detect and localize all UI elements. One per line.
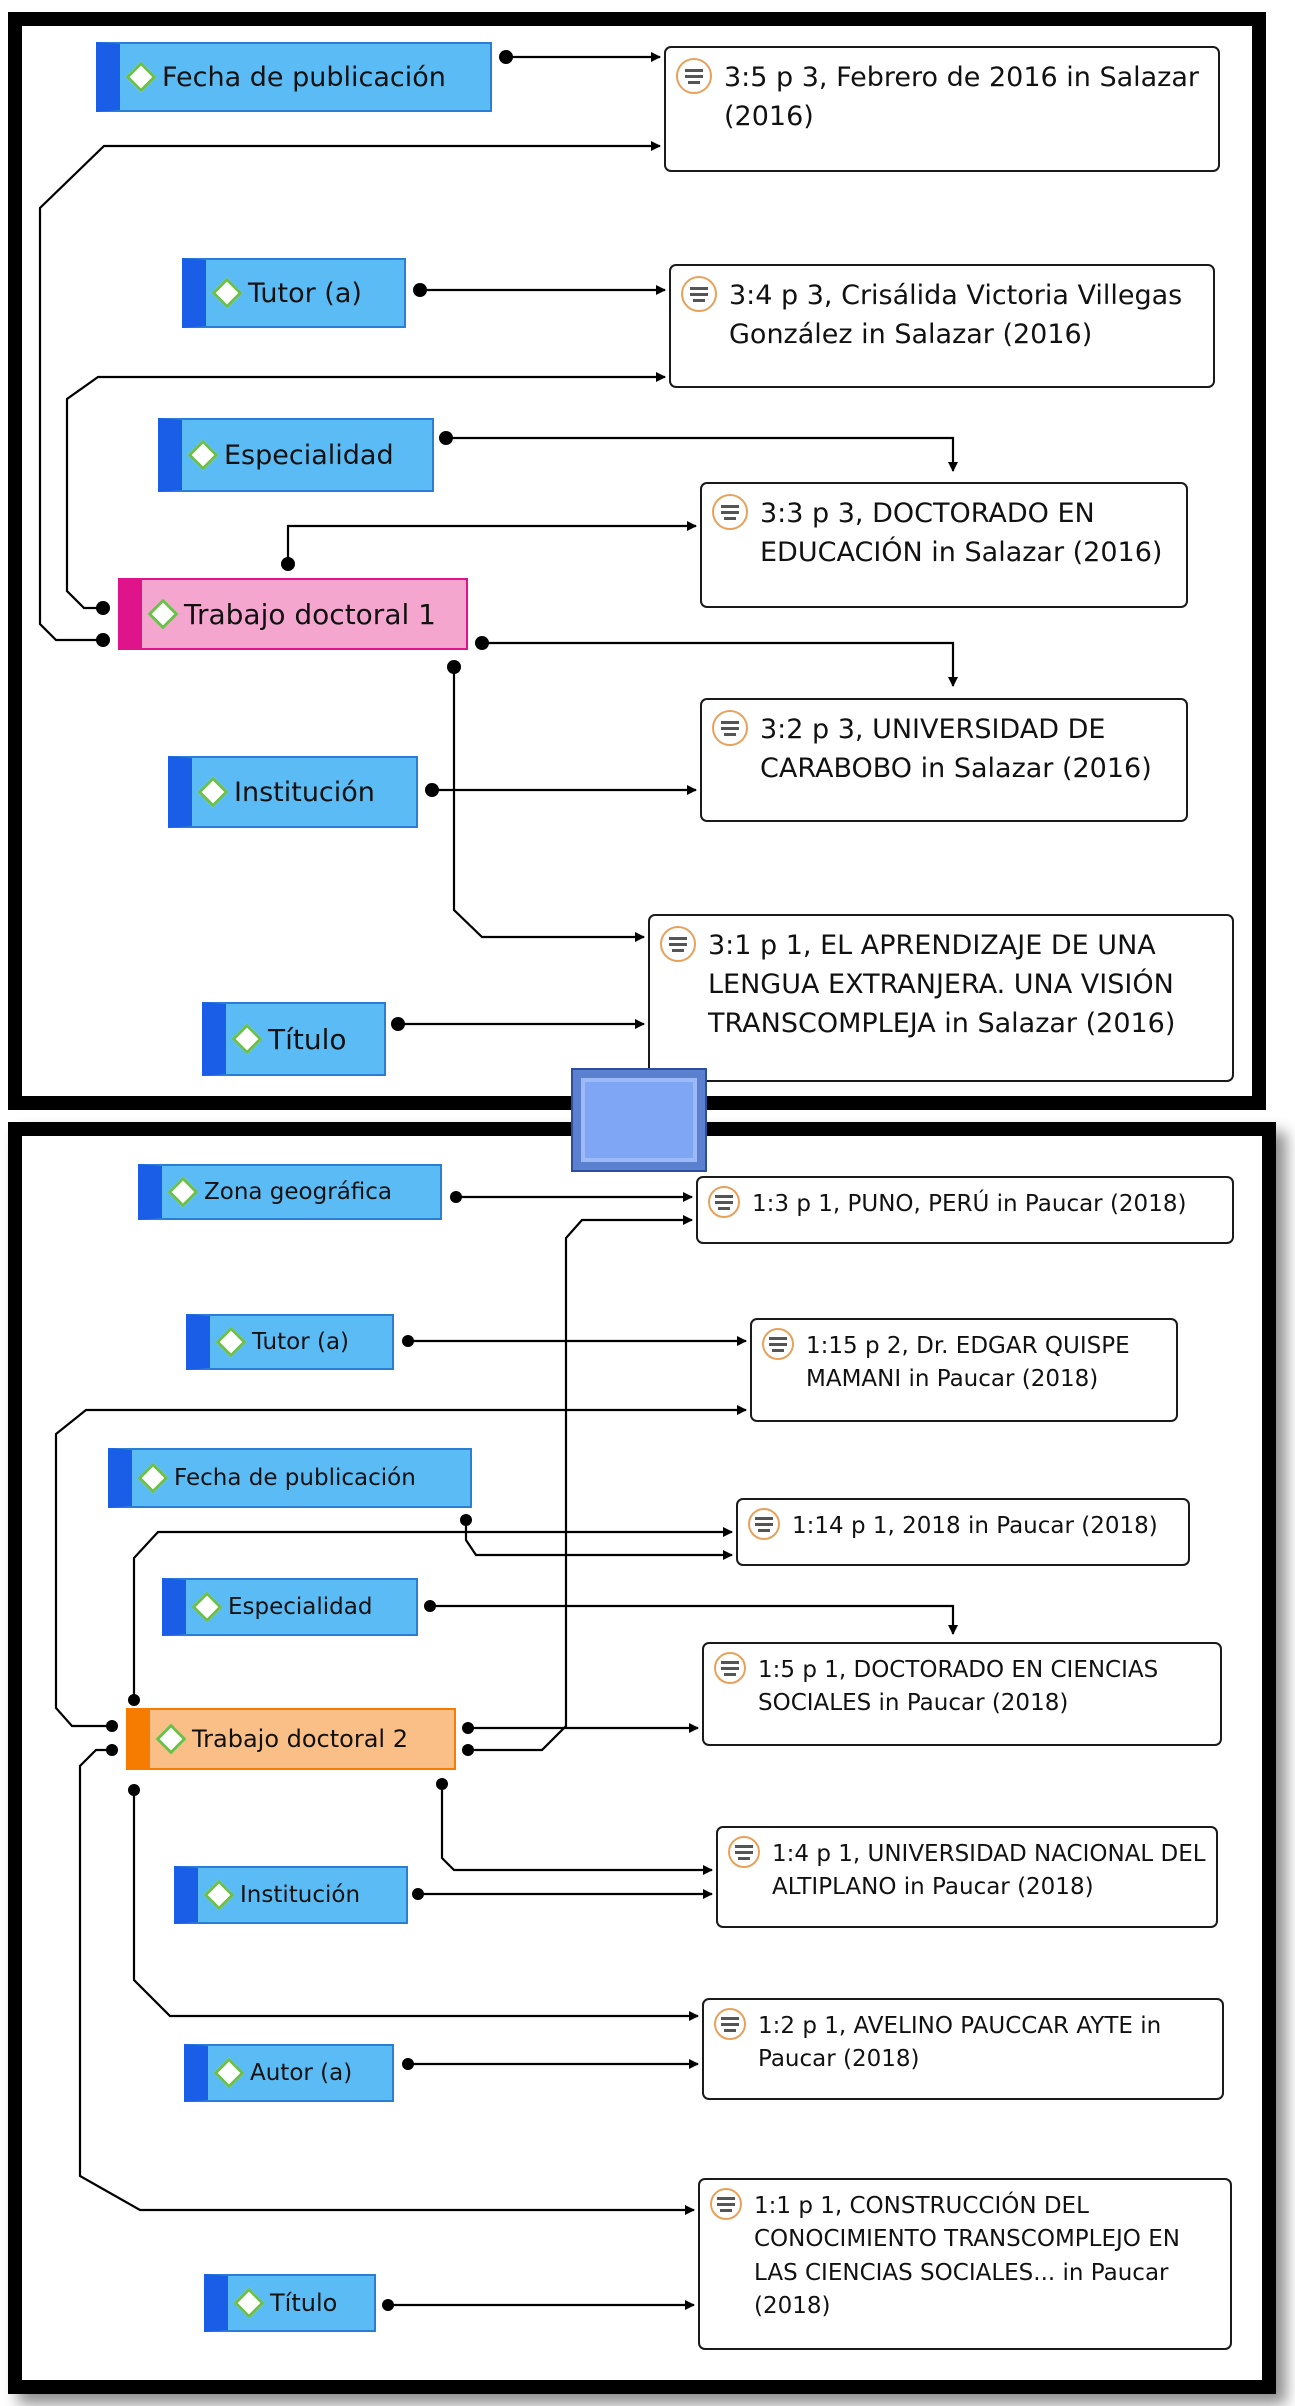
quote-text: 1:1 p 1, CONSTRUCCIÓN DEL CONOCIMIENTO T… <box>754 2193 1180 2320</box>
code-label: Autor (a) <box>250 2060 353 2086</box>
quote-3-1[interactable]: 3:1 p 1, EL APRENDIZAJE DE UNA LENGUA EX… <box>648 914 1234 1082</box>
diamond-icon <box>125 61 157 93</box>
quotation-icon <box>710 2188 742 2220</box>
code-label: Trabajo doctoral 1 <box>184 597 436 631</box>
link-fecha2-q114 <box>464 1520 733 1560</box>
code-label: Título <box>270 2289 338 2317</box>
quote-text: 3:4 p 3, Crisálida Victoria Villegas Gon… <box>729 280 1183 351</box>
code-label: Tutor (a) <box>252 1329 350 1355</box>
code-label: Institución <box>234 776 375 808</box>
code-fecha-de-publicacion-2[interactable]: Fecha de publicación <box>108 1448 472 1508</box>
diamond-icon <box>155 1723 187 1755</box>
code-label: Trabajo doctoral 2 <box>192 1725 408 1753</box>
quote-text: 3:1 p 1, EL APRENDIZAJE DE UNA LENGUA EX… <box>708 930 1176 1040</box>
code-label: Fecha de publicación <box>162 61 446 93</box>
code-fecha-de-publicacion-1[interactable]: Fecha de publicación <box>96 42 492 112</box>
code-zona-geografica-2[interactable]: Zona geográfica <box>138 1164 442 1220</box>
quotation-icon <box>714 1652 746 1684</box>
quotation-icon <box>714 2008 746 2040</box>
diamond-icon <box>197 776 229 808</box>
link-trabajo2-q12 <box>132 1790 699 2021</box>
code-label: Especialidad <box>228 1594 373 1620</box>
quotation-icon <box>712 494 748 530</box>
code-especialidad-1[interactable]: Especialidad <box>158 418 434 492</box>
code-autor-2[interactable]: Autor (a) <box>184 2044 394 2102</box>
code-label: Zona geográfica <box>204 1179 393 1205</box>
diamond-icon <box>211 277 243 309</box>
quotation-icon <box>660 926 696 962</box>
quote-3-2[interactable]: 3:2 p 3, UNIVERSIDAD DE CARABOBO in Sala… <box>700 698 1188 822</box>
diamond-icon <box>167 1176 199 1208</box>
code-label: Fecha de publicación <box>174 1465 416 1491</box>
link-trabajo1-q32 <box>482 641 958 687</box>
quote-1-4[interactable]: 1:4 p 1, UNIVERSIDAD NACIONAL DEL ALTIPL… <box>716 1826 1218 1928</box>
quote-text: 1:3 p 1, PUNO, PERÚ in Paucar (2018) <box>752 1191 1187 1217</box>
link-trabajo2-q11 <box>78 1748 695 2215</box>
quote-text: 1:14 p 1, 2018 in Paucar (2018) <box>792 1513 1158 1539</box>
code-tutor-1[interactable]: Tutor (a) <box>182 258 406 328</box>
link-trabajo1-q33 <box>286 521 697 564</box>
diamond-icon <box>187 439 219 471</box>
code-tutor-2[interactable]: Tutor (a) <box>186 1314 394 1370</box>
link-trabajo1-q35 <box>38 141 661 642</box>
quote-text: 3:2 p 3, UNIVERSIDAD DE CARABOBO in Sala… <box>760 714 1152 785</box>
link-trabajo2-q115 <box>54 1405 747 1728</box>
code-label: Título <box>268 1022 347 1056</box>
diamond-icon <box>233 2287 265 2319</box>
code-label: Especialidad <box>224 439 394 471</box>
quotation-icon <box>681 276 717 312</box>
diamond-icon <box>137 1462 169 1494</box>
diamond-icon <box>203 1879 235 1911</box>
quotation-icon <box>708 1186 740 1218</box>
quote-1-1[interactable]: 1:1 p 1, CONSTRUCCIÓN DEL CONOCIMIENTO T… <box>698 2178 1232 2350</box>
link-especialidad2-q15 <box>430 1604 958 1635</box>
link-especialidad1-q33 <box>446 436 958 472</box>
code-especialidad-2[interactable]: Especialidad <box>162 1578 418 1636</box>
quote-1-14[interactable]: 1:14 p 1, 2018 in Paucar (2018) <box>736 1498 1190 1566</box>
link-trabajo1-q31 <box>452 667 645 942</box>
quote-3-4[interactable]: 3:4 p 3, Crisálida Victoria Villegas Gon… <box>669 264 1215 388</box>
quotation-icon <box>676 58 712 94</box>
link-trabajo2-q14 <box>440 1784 713 1875</box>
code-label: Tutor (a) <box>248 277 362 309</box>
quote-text: 3:5 p 3, Febrero de 2016 in Salazar (201… <box>724 62 1200 133</box>
link-trabajo2-q13 <box>468 1215 693 1752</box>
quotation-icon <box>762 1328 794 1360</box>
code-institucion-2[interactable]: Institución <box>174 1866 408 1924</box>
quote-text: 1:5 p 1, DOCTORADO EN CIENCIAS SOCIALES … <box>758 1657 1159 1717</box>
diamond-icon <box>213 2057 245 2089</box>
quote-1-15[interactable]: 1:15 p 2, Dr. EDGAR QUISPE MAMANI in Pau… <box>750 1318 1178 1422</box>
quote-text: 1:2 p 1, AVELINO PAUCCAR AYTE in Paucar … <box>758 2013 1162 2073</box>
code-institucion-1[interactable]: Institución <box>168 756 418 828</box>
quote-3-5[interactable]: 3:5 p 3, Febrero de 2016 in Salazar (201… <box>664 46 1220 172</box>
link-trabajo1-q34 <box>65 372 666 610</box>
quote-1-3[interactable]: 1:3 p 1, PUNO, PERÚ in Paucar (2018) <box>696 1176 1234 1244</box>
code-trabajo-doctoral-2[interactable]: Trabajo doctoral 2 <box>126 1708 456 1770</box>
quote-text: 1:4 p 1, UNIVERSIDAD NACIONAL DEL ALTIPL… <box>772 1841 1206 1901</box>
diamond-icon <box>147 598 179 630</box>
code-titulo-2[interactable]: Título <box>204 2274 376 2332</box>
diamond-icon <box>215 1326 247 1358</box>
quotation-icon <box>712 710 748 746</box>
diamond-icon <box>191 1591 223 1623</box>
code-label: Institución <box>240 1882 361 1908</box>
quote-3-3[interactable]: 3:3 p 3, DOCTORADO EN EDUCACIÓN in Salaz… <box>700 482 1188 608</box>
code-trabajo-doctoral-1[interactable]: Trabajo doctoral 1 <box>118 578 468 650</box>
link-trabajo2-q114 <box>132 1527 733 1700</box>
quotation-icon <box>728 1836 760 1868</box>
quote-1-5[interactable]: 1:5 p 1, DOCTORADO EN CIENCIAS SOCIALES … <box>702 1642 1222 1746</box>
diamond-icon <box>231 1023 263 1055</box>
quote-text: 1:15 p 2, Dr. EDGAR QUISPE MAMANI in Pau… <box>806 1333 1130 1393</box>
code-titulo-1[interactable]: Título <box>202 1002 386 1076</box>
quote-text: 3:3 p 3, DOCTORADO EN EDUCACIÓN in Salaz… <box>760 498 1163 569</box>
quote-1-2[interactable]: 1:2 p 1, AVELINO PAUCCAR AYTE in Paucar … <box>702 1998 1224 2100</box>
quotation-icon <box>748 1508 780 1540</box>
separator-block <box>573 1070 705 1170</box>
